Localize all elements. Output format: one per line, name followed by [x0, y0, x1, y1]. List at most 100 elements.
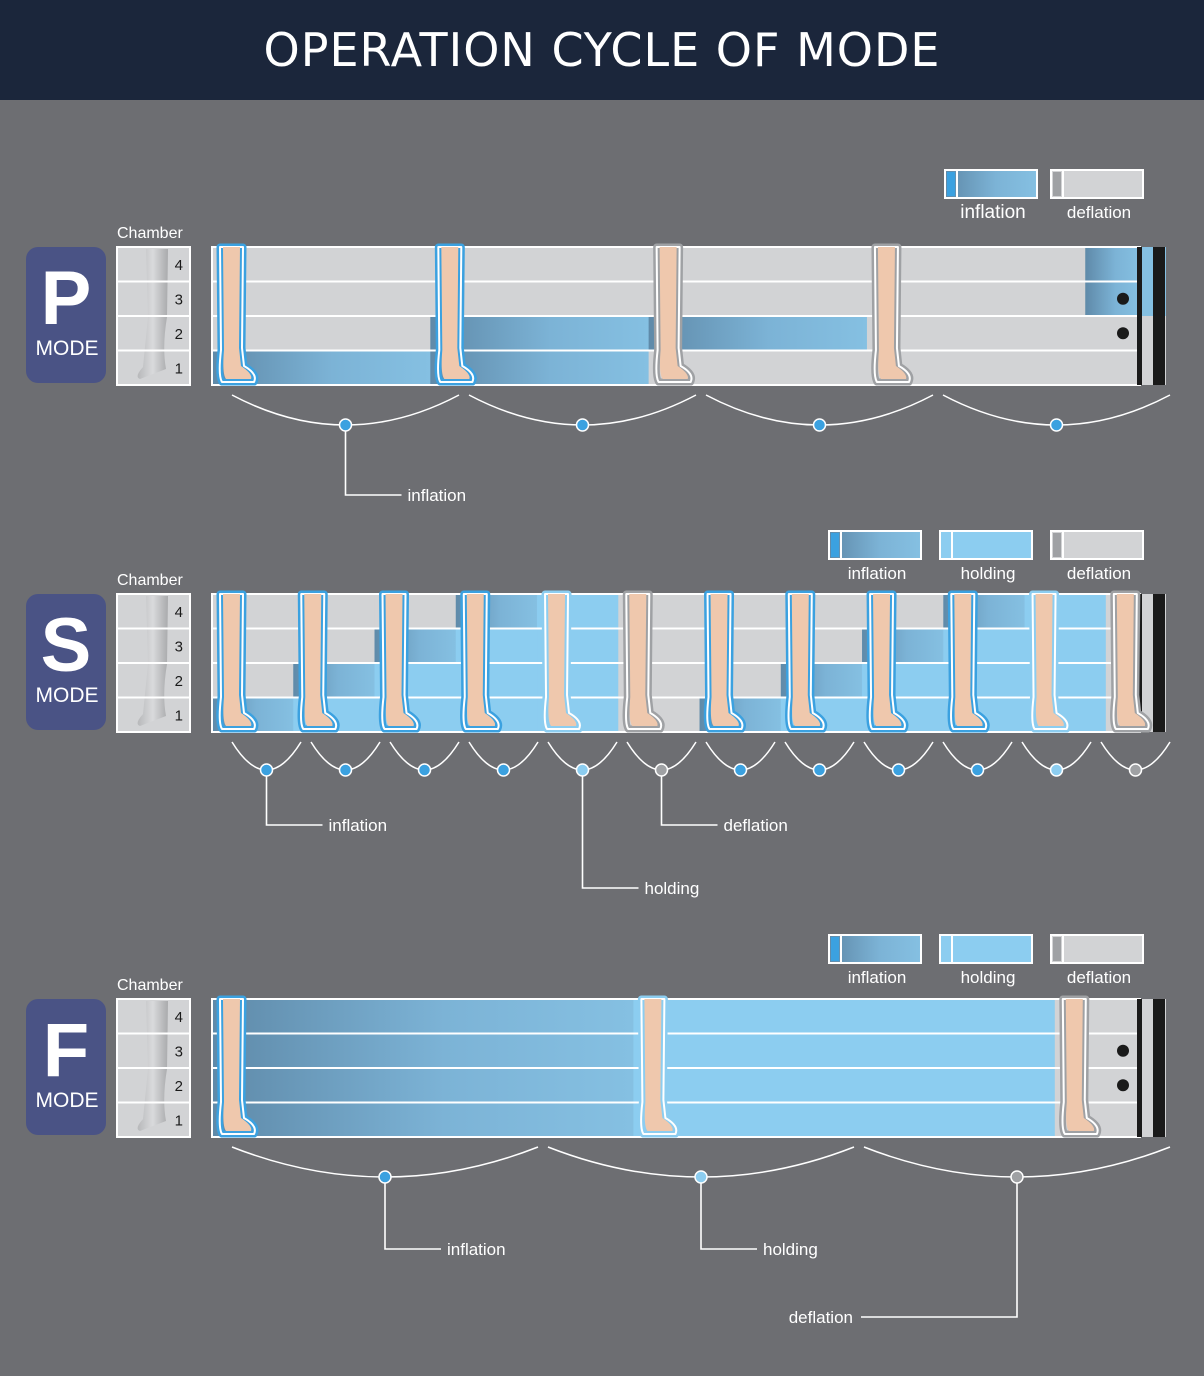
dot-marker-f-1	[1117, 1044, 1129, 1057]
stage-marker-f-1	[694, 1170, 708, 1184]
page-header: OPERATION CYCLE OF MODE	[0, 0, 1204, 100]
leg-s-0	[216, 590, 259, 733]
stage-marker-s-4	[575, 763, 590, 777]
cell-p-0-0	[212, 247, 431, 282]
cycle-grid-f	[211, 998, 1166, 1138]
callout-holding-s: holding	[581, 776, 700, 898]
mode-badge-p	[26, 247, 106, 383]
chamber-number-s-4: 4	[175, 604, 183, 621]
stage-marker-f-0	[378, 1170, 392, 1184]
stage-marker-p-1	[575, 418, 590, 432]
legend-label-inflation-p: inflation	[960, 202, 1026, 223]
cell-p-0-3	[866, 247, 1086, 282]
stage-marker-s-2	[417, 763, 432, 777]
end-bar-thin-f	[1137, 999, 1142, 1137]
leg-s-7	[785, 590, 828, 733]
cell-p-2-2	[648, 316, 868, 351]
dot-marker-p-2	[1117, 327, 1129, 340]
chamber-number-s-3: 3	[175, 639, 183, 656]
stage-marker-s-11	[1128, 763, 1143, 777]
cell-p-0-2	[648, 247, 868, 282]
legend-deflation-s: deflation	[1050, 530, 1144, 583]
cell-p-0-last	[1085, 247, 1140, 282]
legend-holding-s: holding	[939, 530, 1033, 583]
stage-marker-s-9	[970, 763, 985, 777]
end-bar-thick-f	[1153, 999, 1165, 1137]
chamber-number-p-4: 4	[175, 257, 183, 274]
callout-label-holding-f: holding	[763, 1240, 818, 1259]
cycle-grid-p	[211, 246, 1166, 386]
leg-p-0	[216, 243, 259, 386]
dot-marker-f-2	[1117, 1079, 1129, 1092]
chamber-label-s: Chamber	[117, 572, 183, 589]
cell-p-1-0	[212, 281, 431, 316]
legend-label-inflation-s: inflation	[848, 564, 907, 583]
legend-inflation-s: inflation	[828, 530, 922, 583]
mode-letter-f: F	[43, 1008, 89, 1093]
stage-marker-s-8	[891, 763, 906, 777]
stage-marker-s-6	[733, 763, 748, 777]
legend-deflation-p: deflation	[1050, 169, 1144, 222]
leg-f-1	[637, 995, 680, 1138]
leg-s-5	[622, 590, 665, 733]
end-bar-thick-s	[1153, 594, 1165, 732]
cycle-grid-s	[211, 593, 1166, 733]
chamber-number-f-2: 2	[175, 1078, 183, 1095]
cell-p-2-1	[430, 316, 650, 351]
chamber-number-f-3: 3	[175, 1044, 183, 1061]
cell-p-1-last	[1085, 281, 1140, 316]
callout-label-holding-s: holding	[645, 879, 700, 898]
legend-label-holding-f: holding	[961, 968, 1016, 987]
page-title: OPERATION CYCLE OF MODE	[263, 23, 941, 77]
stage-marker-s-3	[496, 763, 511, 777]
legend-label-deflation-f: deflation	[1067, 968, 1131, 987]
cell-p-0-1	[430, 247, 650, 282]
cell-p-2-last	[1085, 316, 1140, 351]
legend-holding-f: holding	[939, 934, 1033, 987]
stage-marker-s-5	[654, 763, 669, 777]
chamber-number-p-2: 2	[175, 326, 183, 343]
stage-marker-s-10	[1049, 763, 1064, 777]
chamber-number-f-4: 4	[175, 1009, 183, 1026]
leg-s-11	[1110, 590, 1153, 733]
legend-label-deflation-p: deflation	[1067, 203, 1131, 222]
cell-p-2-0	[212, 316, 431, 351]
chamber-number-s-1: 1	[175, 708, 183, 725]
cell-p-1-2	[648, 281, 868, 316]
stage-marker-s-7	[812, 763, 827, 777]
stage-marker-s-1	[338, 763, 353, 777]
legend-label-inflation-f: inflation	[848, 968, 907, 987]
mode-badge-f	[26, 999, 106, 1135]
cell-p-1-3	[866, 281, 1086, 316]
leg-p-3	[871, 243, 914, 386]
cell-p-3-last	[1085, 350, 1140, 385]
leg-s-3	[460, 590, 503, 733]
chamber-number-p-1: 1	[175, 361, 183, 378]
callout-label-inflation-p: inflation	[408, 486, 467, 505]
cell-p-2-3	[866, 316, 1086, 351]
cell-f-0-0	[212, 999, 634, 1034]
leg-s-6	[703, 590, 746, 733]
stage-marker-p-3	[1049, 418, 1064, 432]
chamber-label-f: Chamber	[117, 977, 183, 994]
mode-letter-p: P	[41, 256, 92, 341]
callout-deflation-f: deflation	[789, 1183, 1018, 1327]
legend-inflation-p: inflation	[944, 169, 1038, 223]
callout-label-inflation-s: inflation	[329, 816, 388, 835]
legend-label-deflation-s: deflation	[1067, 564, 1131, 583]
mode-word-p: MODE	[36, 337, 99, 360]
legend-inflation-f: inflation	[828, 934, 922, 987]
callout-inflation-f: inflation	[384, 1183, 506, 1259]
leg-s-1	[297, 590, 340, 733]
leg-s-2	[378, 590, 421, 733]
stage-marker-f-2	[1010, 1170, 1024, 1184]
callout-label-deflation-s: deflation	[724, 816, 788, 835]
callout-holding-f: holding	[700, 1183, 818, 1259]
leg-s-4	[541, 590, 584, 733]
cell-f-0-1	[633, 999, 1056, 1034]
stage-marker-s-0	[259, 763, 274, 777]
callout-inflation-s: inflation	[265, 776, 388, 835]
